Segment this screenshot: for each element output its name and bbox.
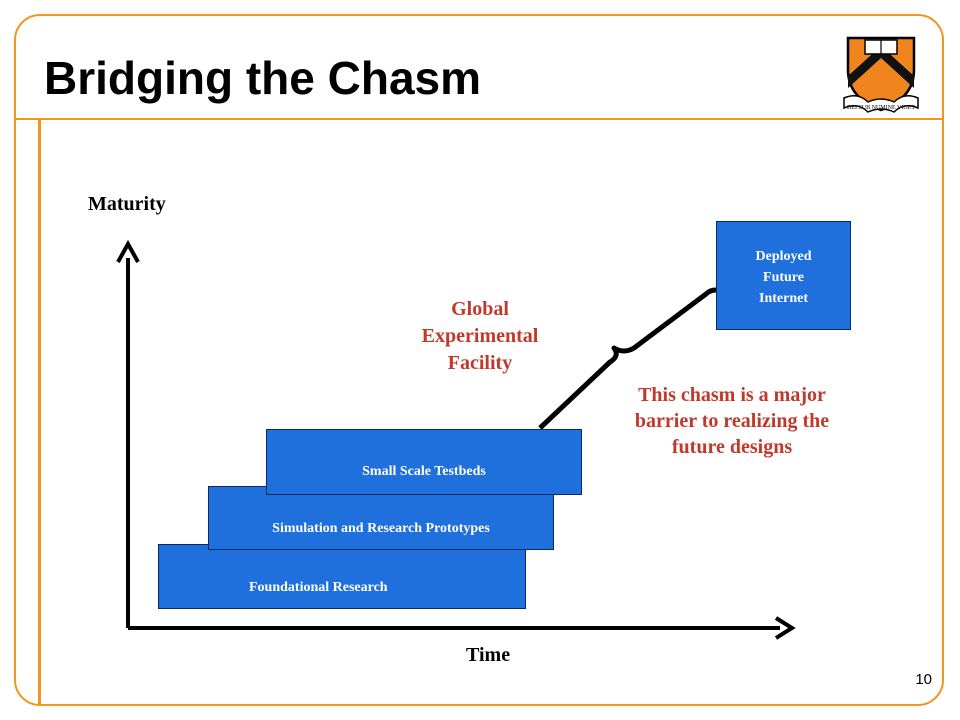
title-divider bbox=[16, 118, 944, 120]
x-axis-label: Time bbox=[466, 644, 511, 666]
chasm-note-line: barrier to realizing the bbox=[634, 410, 830, 432]
facility-line: Experimental bbox=[421, 325, 539, 347]
y-axis-arrowhead bbox=[116, 239, 140, 263]
chasm-line bbox=[538, 360, 612, 430]
slide-title: Bridging the Chasm bbox=[44, 52, 482, 104]
princeton-shield-logo: DEI SUB NUMINE VIGET bbox=[843, 36, 919, 113]
deployed-future-internet-box: Deployed Future Internet bbox=[716, 221, 851, 330]
stage-label: Foundational Research bbox=[249, 580, 388, 595]
shield-ribbon bbox=[843, 95, 919, 113]
page-number: 10 bbox=[915, 671, 932, 688]
chasm-brace bbox=[607, 287, 719, 365]
stage-label: Simulation and Research Prototypes bbox=[272, 521, 490, 536]
target-line: Future bbox=[763, 270, 804, 285]
facility-line: Facility bbox=[447, 352, 513, 374]
global-experimental-facility-label: Global Experimental Facility bbox=[400, 296, 560, 377]
stage-small-scale-testbeds: Small Scale Testbeds bbox=[266, 429, 582, 495]
stage-foundational-research: Foundational Research bbox=[158, 544, 526, 609]
stage-simulation-prototypes: Simulation and Research Prototypes bbox=[208, 486, 554, 550]
stage-label: Small Scale Testbeds bbox=[362, 464, 486, 479]
logo-motto: DEI SUB NUMINE VIGET bbox=[847, 105, 915, 111]
target-line: Deployed bbox=[755, 249, 812, 264]
x-axis-arrowhead bbox=[774, 616, 796, 640]
side-divider bbox=[38, 119, 41, 705]
chasm-note-line: This chasm is a major bbox=[638, 384, 826, 406]
chasm-note-line: future designs bbox=[671, 436, 793, 458]
facility-line: Global bbox=[451, 298, 509, 320]
target-line: Internet bbox=[759, 291, 808, 306]
chasm-note: This chasm is a major barrier to realizi… bbox=[604, 382, 860, 460]
slide-frame bbox=[14, 14, 944, 706]
y-axis-label: Maturity bbox=[88, 193, 166, 215]
